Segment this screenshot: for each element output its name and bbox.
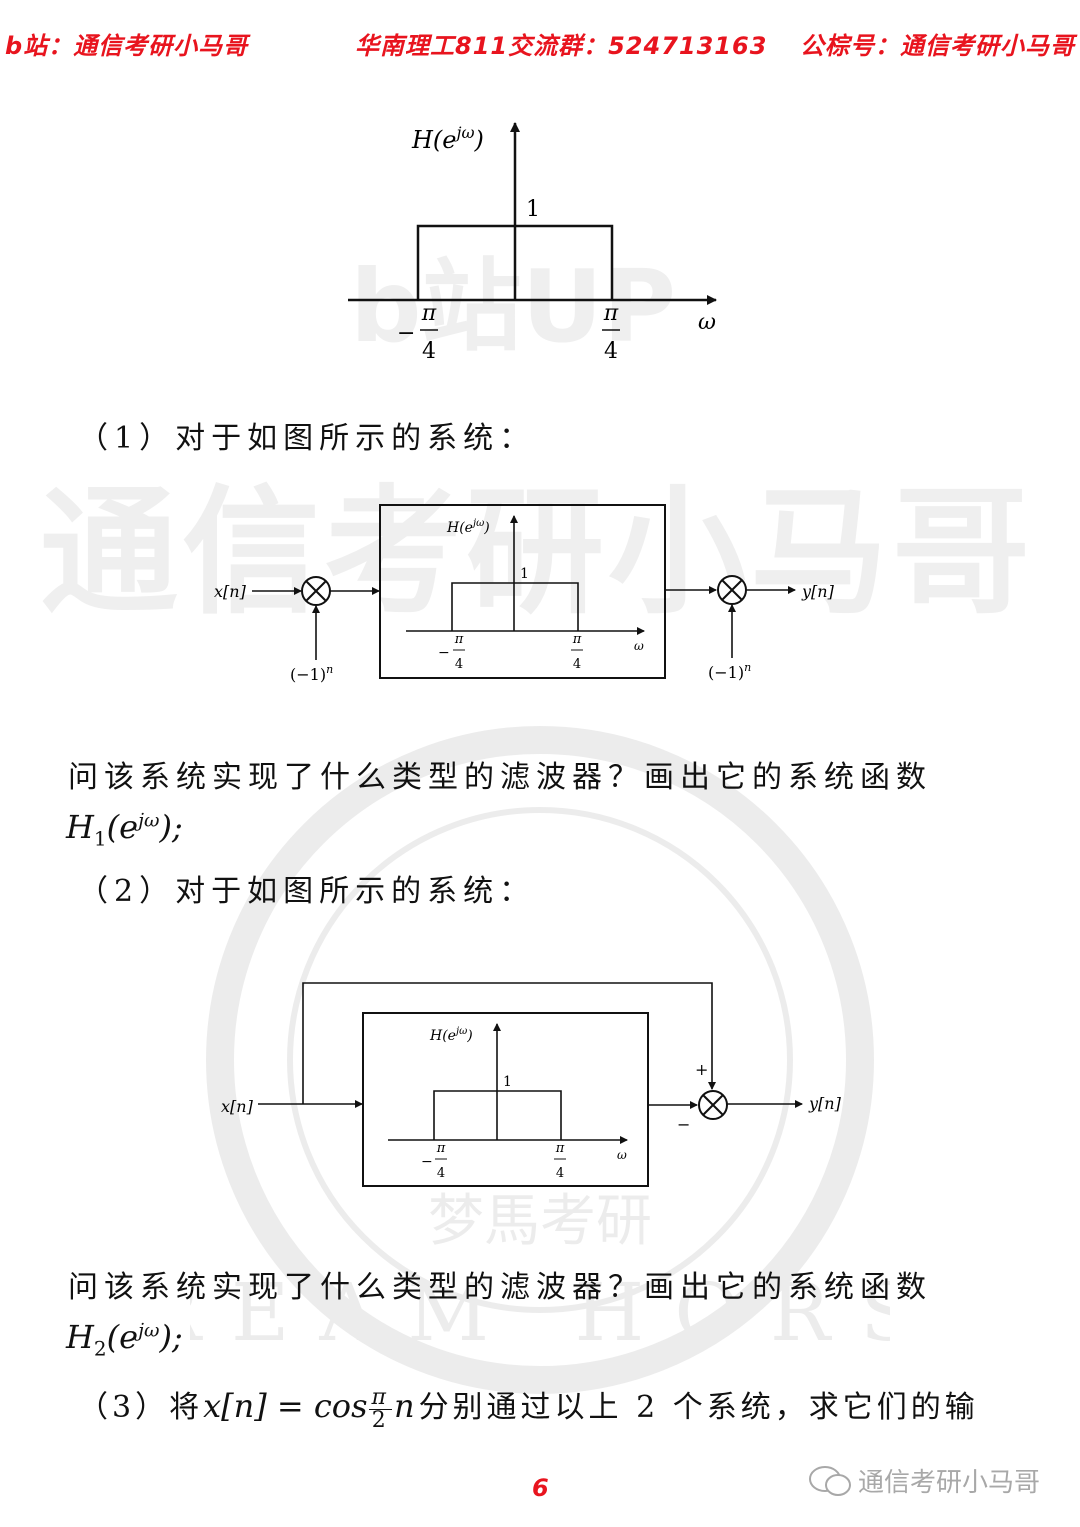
watermark-seal-en: DREAM HORSE [190, 1266, 890, 1359]
page-number: 6 [532, 1474, 549, 1502]
peak-label: 1 [526, 197, 540, 222]
watermark-seal: 梦馬考研 DREAM HORSE [190, 726, 890, 1394]
d1-neg-den: 4 [455, 657, 463, 672]
diagram2-feedforward-filter: x[n] H(ejω) 1 − π 4 π 4 ω + − y[n] [221, 982, 842, 1187]
xlabel: ω [698, 310, 716, 335]
passband-rect [416, 224, 614, 300]
pos-cutoff-num: π [603, 301, 619, 326]
question2-title: （2）对于如图所示的系统： [78, 874, 536, 909]
d1-output-label: y[n] [801, 582, 835, 601]
d1-pos-den: 4 [573, 657, 581, 672]
d2-block-xlabel: ω [617, 1148, 627, 1162]
question1-ask: 问该系统实现了什么类型的滤波器？画出它的系统函数 [68, 760, 932, 795]
d1-pos-num: π [572, 632, 582, 647]
d2-plus-sign: + [695, 1060, 708, 1079]
d1-input-label: x[n] [214, 582, 247, 601]
header-center: 华南理工811交流群：524713163 [355, 32, 768, 60]
diagram1-modulated-filter: x[n] (−1)n H(ejω) 1 − π 4 π 4 ω (−1)n y[… [214, 504, 835, 684]
pos-cutoff-den: 4 [604, 339, 618, 364]
header-right: 公棕号：通信考研小马哥 [800, 32, 1075, 60]
neg-cutoff-num: π [421, 301, 437, 326]
d2-pos-num: π [555, 1141, 565, 1156]
d2-block-peak: 1 [503, 1074, 512, 1090]
d2-pos-den: 4 [556, 1166, 564, 1181]
neg-sign: − [397, 321, 415, 346]
d2-output-label: y[n] [808, 1094, 842, 1113]
d2-neg-den: 4 [437, 1166, 445, 1181]
d2-block-ylabel: H(ejω) [429, 1026, 473, 1044]
d2-minus-sign: − [677, 1115, 690, 1134]
d2-bypass-path [302, 982, 716, 1104]
question1-title: （1）对于如图所示的系统： [78, 421, 536, 456]
wechat-watermark: 通信考研小马哥 [808, 1462, 1040, 1499]
multiplier-right-icon [717, 575, 747, 605]
watermark-big: 通信考研小马哥 [40, 472, 1035, 633]
ylabel: H(ejω) [411, 123, 484, 154]
h2-function: H2(ejω); [66, 1318, 183, 1361]
wechat-icon [809, 1465, 851, 1496]
wechat-account-name: 通信考研小马哥 [858, 1468, 1041, 1498]
multiplier-icon [698, 1090, 728, 1120]
d1-block-ylabel: H(ejω) [446, 518, 490, 536]
d1-mod-left: (−1)n [290, 663, 333, 684]
watermark-seal-cn: 梦馬考研 [428, 1189, 652, 1254]
d1-mod-right: (−1)n [708, 661, 751, 682]
d2-filter-block [362, 1012, 649, 1187]
d1-neg-num: π [454, 632, 464, 647]
multiplier-left-icon [301, 576, 331, 606]
d1-filter-block [379, 504, 666, 679]
figure1-frequency-response: H(ejω) 1 − π 4 π 4 ω [348, 122, 717, 364]
question2-ask: 问该系统实现了什么类型的滤波器？画出它的系统函数 [68, 1270, 932, 1305]
d1-block-xlabel: ω [634, 639, 644, 653]
d2-neg-sign: − [421, 1154, 433, 1170]
d2-input-label: x[n] [221, 1097, 254, 1116]
watermark-bili: b站UP [350, 248, 677, 365]
header-left: b站：通信考研小马哥 [5, 32, 249, 60]
neg-cutoff-den: 4 [422, 339, 436, 364]
d1-block-peak: 1 [520, 566, 529, 582]
h1-function: H1(ejω); [66, 808, 183, 851]
d2-neg-num: π [436, 1141, 446, 1156]
d1-neg-sign: − [438, 645, 450, 661]
